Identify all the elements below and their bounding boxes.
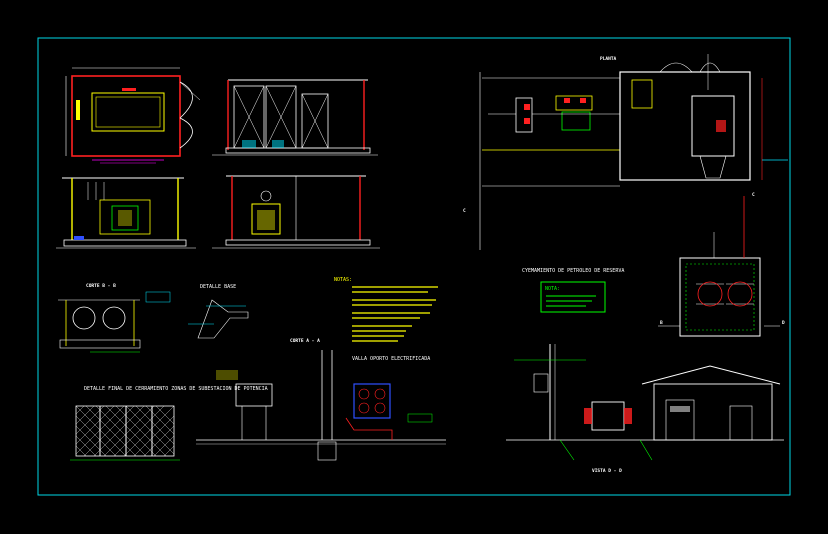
drawing-frame — [37, 37, 791, 496]
section-b-b: CORTE B - B — [58, 283, 171, 353]
detail-base: DETALLE BASE — [188, 284, 249, 339]
plan-generator: PLANTA — [479, 54, 788, 250]
label-valla: VALLA OPORTO ELECTRIFICADA — [352, 356, 430, 362]
elevation-braced-frame — [212, 79, 378, 156]
notes-block: NOTAS: — [334, 277, 438, 342]
label-notas: NOTAS: — [334, 277, 352, 283]
label-vista-d-d: VISTA D - D — [592, 468, 622, 474]
label-tanque: CYEMAMIENTO DE PETROLEO DE RESERVA — [522, 268, 624, 274]
tank-detail: CYEMAMIENTO DE PETROLEO DE RESERVA NOTA: — [522, 196, 780, 337]
mark-b-left: B — [660, 320, 663, 326]
label-corte-b-b: CORTE B - B — [86, 283, 116, 289]
section-a-a: CORTE A - A VALLA OPORTO ELECTRIFICADA — [196, 338, 446, 461]
mark-c-left: C — [463, 208, 466, 214]
detail-fence-mesh: DETALLE FINAL DE CERRAMIENTO ZONAS DE SU… — [70, 386, 268, 461]
label-corte-a-a: CORTE A - A — [290, 338, 320, 344]
mark-d-right: D — [782, 320, 785, 326]
label-planta: PLANTA — [600, 56, 617, 62]
nota-box — [540, 281, 606, 313]
label-detalle-base: DETALLE BASE — [200, 284, 236, 290]
mark-c-right: C — [752, 192, 755, 198]
label-detalle-malla: DETALLE FINAL DE CERRAMIENTO ZONAS DE SU… — [84, 386, 268, 392]
section-transformer — [212, 175, 380, 249]
section-equipment-left — [56, 177, 196, 249]
room-plan-view — [65, 67, 201, 164]
label-nota-box: NOTA: — [545, 286, 560, 292]
elevation-vista-d-d — [506, 344, 784, 461]
